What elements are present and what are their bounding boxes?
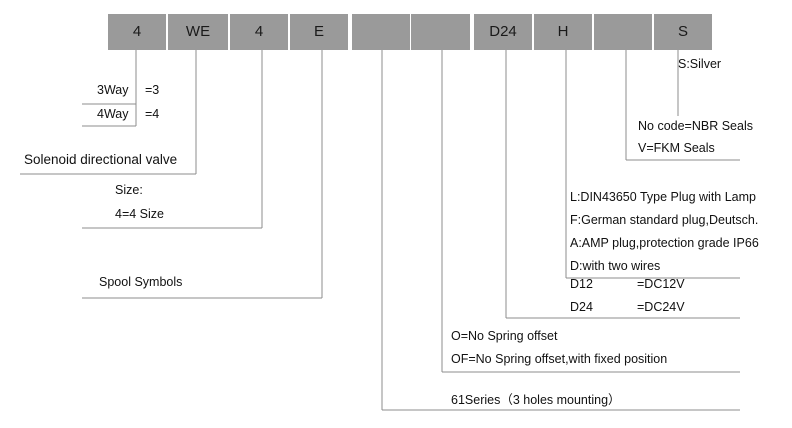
code-box-ways: 4 [108, 14, 166, 50]
label-size-value: 4=4 Size [115, 207, 164, 221]
label-seal-fkm: V=FKM Seals [638, 141, 715, 155]
code-box-spool: E [290, 14, 348, 50]
label-spring-o: O=No Spring offset [451, 329, 558, 343]
code-box-seals [594, 14, 652, 50]
label-volt-d12: D12 [570, 277, 593, 291]
label-4way: 4Way [97, 107, 129, 121]
code-box-plug: H [534, 14, 592, 50]
code-box-size: 4 [230, 14, 288, 50]
label-spool: Spool Symbols [99, 275, 183, 289]
code-box-voltage: D24 [474, 14, 532, 50]
label-series: 61Series（3 holes mounting） [451, 393, 621, 407]
code-box-spring [411, 14, 470, 50]
label-size-title: Size: [115, 183, 143, 197]
label-plug-l: L:DIN43650 Type Plug with Lamp [570, 190, 756, 204]
code-box-valve-type: WE [168, 14, 228, 50]
label-plug-a: A:AMP plug,protection grade IP66 [570, 236, 759, 250]
label-valve-type: Solenoid directional valve [24, 152, 178, 167]
label-volt-d12-value: =DC12V [637, 277, 685, 291]
label-spring-of: OF=No Spring offset,with fixed position [451, 352, 668, 366]
label-3way: 3Way [97, 83, 129, 97]
label-volt-d24-value: =DC24V [637, 300, 685, 314]
label-4way-code: =4 [145, 107, 160, 121]
code-box-finish: S [654, 14, 712, 50]
label-plug-d: D:with two wires [570, 259, 661, 273]
label-volt-d24: D24 [570, 300, 593, 314]
label-seal-nbr: No code=NBR Seals [638, 119, 753, 133]
label-3way-code: =3 [145, 83, 160, 97]
label-finish: S:Silver [678, 57, 722, 71]
label-plug-f: F:German standard plug,Deutsch. [570, 213, 759, 227]
code-box-series [352, 14, 410, 50]
